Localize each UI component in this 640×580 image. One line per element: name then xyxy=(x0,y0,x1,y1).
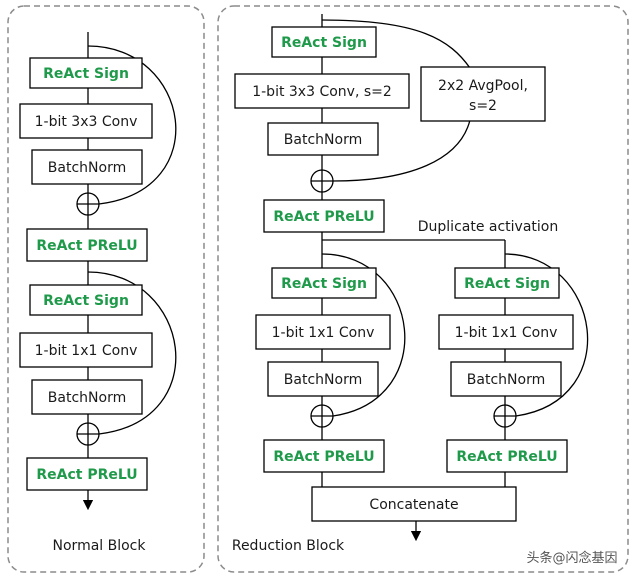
batchnorm-box-1 xyxy=(31,149,143,185)
react-prelu-box-1 xyxy=(26,228,148,262)
react-sign-box-1 xyxy=(29,57,143,89)
normal-block-caption: Normal Block xyxy=(53,538,147,554)
left-batchnorm-box xyxy=(267,361,379,397)
batchnorm-box-2 xyxy=(31,379,143,415)
react-prelu-mid-label: ReAct PReLU xyxy=(273,209,374,225)
right-react-prelu-label: ReAct PReLU xyxy=(456,449,557,465)
concatenate-label: Concatenate xyxy=(369,497,458,513)
react-sign-label-1: ReAct Sign xyxy=(43,66,129,82)
batchnorm-top-box xyxy=(267,122,379,156)
conv-1x1-box xyxy=(19,332,153,368)
normal-block: ReAct Sign 1-bit 3x3 Conv BatchNorm ReAc… xyxy=(19,32,177,554)
skip-connection-2 xyxy=(87,271,177,435)
left-branch: ReAct Sign 1-bit 1x1 Conv BatchNorm ReAc… xyxy=(255,253,406,488)
avgpool-output-wire xyxy=(332,119,471,182)
right-conv-1x1-label: 1-bit 1x1 Conv xyxy=(455,325,558,341)
conv-3x3-box xyxy=(19,103,153,139)
avgpool-label-line1: 2x2 AvgPool, xyxy=(438,78,528,94)
watermark-text: 头条@闪念基因 xyxy=(526,550,617,566)
left-react-prelu-label: ReAct PReLU xyxy=(273,449,374,465)
conv-1x1-label: 1-bit 1x1 Conv xyxy=(35,343,138,359)
right-react-sign-label: ReAct Sign xyxy=(464,276,550,292)
right-react-prelu-box xyxy=(446,439,568,473)
reduction-block-caption: Reduction Block xyxy=(232,538,345,554)
batchnorm-top-label: BatchNorm xyxy=(284,132,362,148)
left-react-prelu-box xyxy=(263,439,385,473)
react-sign-top-label: ReAct Sign xyxy=(281,35,367,51)
react-prelu-label-2: ReAct PReLU xyxy=(36,467,137,483)
reduction-block: ReAct Sign 1-bit 3x3 Conv, s=2 2x2 AvgPo… xyxy=(232,14,589,554)
left-conv-1x1-box xyxy=(255,314,391,350)
normal-block-frame xyxy=(7,5,205,573)
react-prelu-mid-box xyxy=(263,199,385,233)
avgpool-label-line2: s=2 xyxy=(469,98,497,114)
reduction-block-frame xyxy=(217,5,629,573)
skip-connection-1 xyxy=(87,45,177,205)
react-sign-top-box xyxy=(271,26,377,58)
right-conv-1x1-box xyxy=(438,314,574,350)
react-prelu-box-2 xyxy=(26,457,148,491)
conv-3x3-s2-label: 1-bit 3x3 Conv, s=2 xyxy=(252,84,392,100)
duplicate-activation-label: Duplicate activation xyxy=(418,219,559,235)
right-skip-connection xyxy=(504,253,589,417)
react-sign-box-2 xyxy=(29,284,143,316)
left-skip-connection xyxy=(321,253,406,417)
conv-3x3-label: 1-bit 3x3 Conv xyxy=(35,114,138,130)
left-react-sign-box xyxy=(271,267,377,299)
react-sign-label-2: ReAct Sign xyxy=(43,293,129,309)
left-react-sign-label: ReAct Sign xyxy=(281,276,367,292)
avgpool-input-wire xyxy=(321,19,471,69)
right-batchnorm-label: BatchNorm xyxy=(467,372,545,388)
conv-3x3-s2-box xyxy=(234,73,410,109)
batchnorm-label-1: BatchNorm xyxy=(48,160,126,176)
right-batchnorm-box xyxy=(450,361,562,397)
concatenate-box xyxy=(311,486,517,522)
right-react-sign-box xyxy=(454,267,560,299)
avgpool-box xyxy=(420,66,546,122)
left-conv-1x1-label: 1-bit 1x1 Conv xyxy=(272,325,375,341)
left-batchnorm-label: BatchNorm xyxy=(284,372,362,388)
batchnorm-label-2: BatchNorm xyxy=(48,390,126,406)
react-prelu-label-1: ReAct PReLU xyxy=(36,238,137,254)
right-branch: ReAct Sign 1-bit 1x1 Conv BatchNorm ReAc… xyxy=(438,253,589,488)
